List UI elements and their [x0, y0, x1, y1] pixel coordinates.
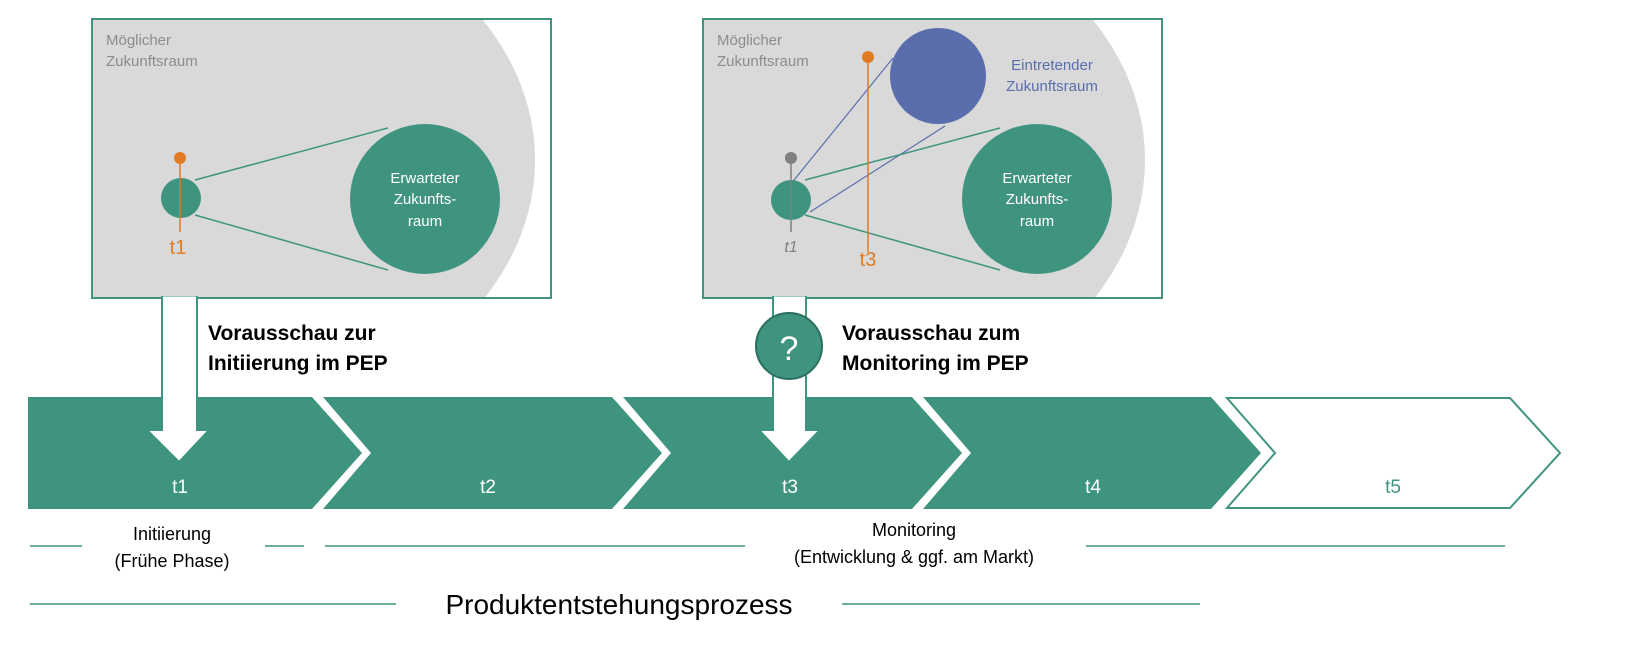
expected-future-label: Erwarteter: [1002, 170, 1071, 187]
expected-future-label: raum: [408, 213, 442, 230]
cone-line: [194, 214, 389, 271]
possible-future-label: Möglicher: [106, 32, 171, 49]
foresight-initiation-title: Initiierung im PEP: [208, 352, 388, 375]
possible-future-label: Möglicher: [717, 32, 782, 49]
bracket-monitoring: Monitoring (Entwicklung & ggf. am Markt): [325, 520, 1505, 567]
possible-future-label: Zukunftsraum: [717, 53, 809, 70]
cone-line: [804, 214, 1001, 271]
phase-chevron-t1: [28, 397, 362, 509]
question-mark: ?: [780, 330, 799, 368]
panel-initiation: Möglicher Zukunftsraum t1 Erwarteter Zuk…: [91, 18, 552, 299]
occurring-future-circle: [890, 28, 986, 124]
bracket-initiation: Initiierung (Frühe Phase): [30, 524, 304, 571]
expected-future-label: Zukunfts-: [394, 191, 457, 208]
cone-line: [789, 57, 894, 186]
initiation-sublabel: (Frühe Phase): [114, 551, 229, 571]
monitoring-sublabel: (Entwicklung & ggf. am Markt): [794, 547, 1034, 567]
expected-future-label: Zukunfts-: [1006, 191, 1069, 208]
time-marker-dot: [174, 152, 186, 164]
time-marker-dot: [862, 51, 874, 63]
time-label-t1: t1: [784, 239, 797, 256]
time-marker-dot: [785, 152, 797, 164]
time-label-t1: t1: [170, 237, 187, 259]
question-circle: [755, 312, 823, 380]
foresight-monitoring-title: Monitoring im PEP: [842, 352, 1029, 375]
phase-label-t2: t2: [480, 477, 496, 498]
cone-line: [194, 127, 389, 181]
expected-future-circle: [962, 124, 1112, 274]
arrow-initiation: [144, 296, 212, 464]
initiation-label: Initiierung: [133, 524, 211, 544]
time-label-t3: t3: [860, 249, 877, 271]
phase-chevron-t5: [1224, 397, 1562, 509]
cone-line: [809, 125, 946, 213]
phase-label-t5: t5: [1385, 477, 1401, 498]
bracket-process: Produktentstehungsprozess: [30, 589, 1200, 620]
expected-future-circle: [350, 124, 500, 274]
phase-label-t1: t1: [172, 477, 188, 498]
expected-future-label: raum: [1020, 213, 1054, 230]
phase-chevron-t2: [323, 397, 662, 509]
possible-future-label: Zukunftsraum: [106, 53, 198, 70]
occurring-future-label: Zukunftsraum: [1006, 78, 1098, 95]
cone-line: [804, 127, 1001, 181]
phase-label-t4: t4: [1085, 477, 1101, 498]
present-circle: [161, 178, 201, 218]
foresight-monitoring-title: Vorausschau zum: [842, 322, 1020, 345]
phase-chevron-t4: [923, 397, 1261, 509]
monitoring-label: Monitoring: [872, 520, 956, 540]
foresight-initiation-title: Vorausschau zur: [208, 322, 376, 345]
phase-label-t3: t3: [782, 477, 798, 498]
panel-monitoring: Möglicher Zukunftsraum t1 t3 Eintretende…: [702, 18, 1163, 299]
expected-future-label: Erwarteter: [390, 170, 459, 187]
occurring-future-label: Eintretender: [1011, 57, 1093, 74]
process-label: Produktentstehungsprozess: [445, 589, 792, 620]
